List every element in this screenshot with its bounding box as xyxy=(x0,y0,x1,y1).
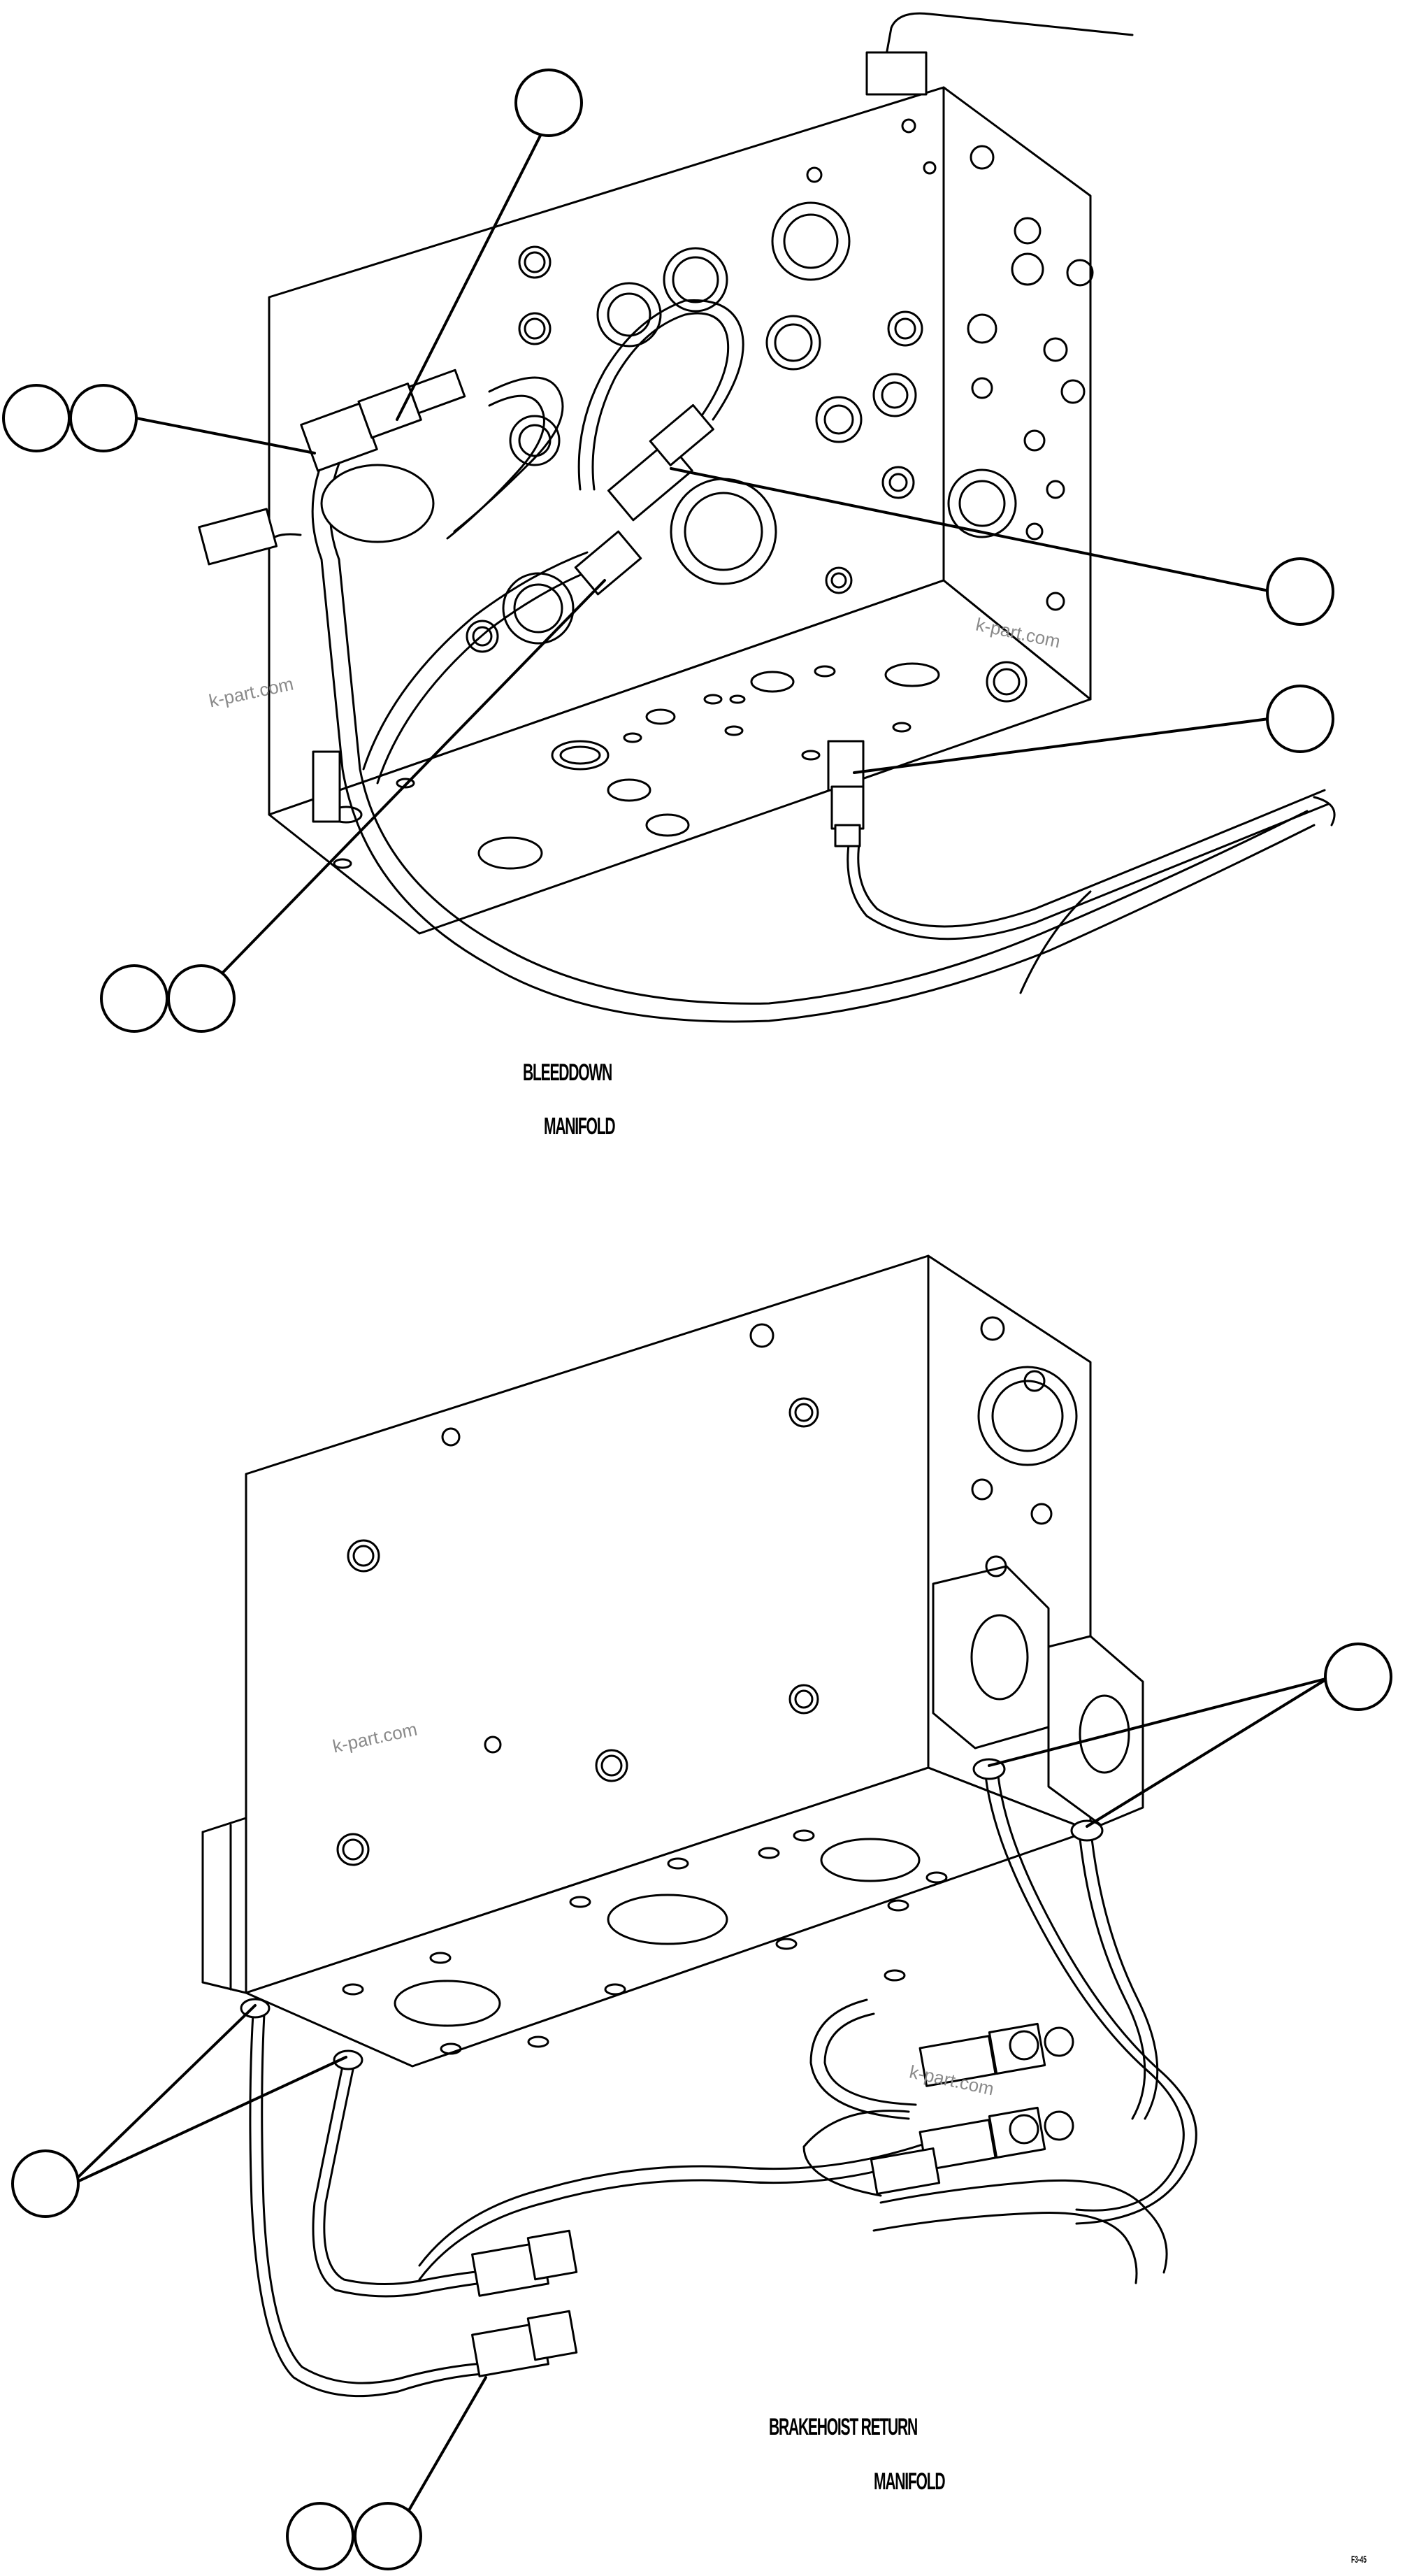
brakehoist-harness-left-3 xyxy=(312,2065,484,2298)
callout-circle xyxy=(69,384,138,452)
bleeddown-left-plug xyxy=(198,508,278,566)
brakehoist-connector-2 xyxy=(526,2229,578,2281)
brakehoist-harness-main-2 xyxy=(872,2211,1138,2284)
bleeddown-ports xyxy=(466,118,1094,703)
bleeddown-harness-1 xyxy=(311,446,1316,1023)
brakehoist-harness-right-4 xyxy=(1090,1838,1159,2120)
bleeddown-callouts xyxy=(2,69,1334,1033)
brakehoist-sleeve-1 xyxy=(870,2147,941,2195)
bleeddown-right-cable-3 xyxy=(1313,796,1336,827)
brakehoist-harness-left-2 xyxy=(261,2012,484,2384)
brakehoist-harness-left-4 xyxy=(323,2065,484,2286)
bleeddown-left-sleeve xyxy=(312,750,341,823)
bleeddown-elbow xyxy=(574,530,642,596)
brakehoist-caption-line2: MANIFOLD xyxy=(874,2468,946,2495)
brakehoist-harness-center-5 xyxy=(823,2012,917,2106)
brakehoist-connector-8 xyxy=(988,2106,1046,2159)
bleeddown-center-connector-2 xyxy=(649,403,714,466)
brakehoist-flange-2 xyxy=(1047,1635,1144,1826)
bleeddown-right-cable xyxy=(846,803,1330,940)
bleeddown-harness-6 xyxy=(577,299,744,491)
callout-circle xyxy=(100,964,168,1033)
bleeddown-harness-5 xyxy=(591,312,730,491)
brakehoist-harness-center-2 xyxy=(418,2152,938,2281)
brakehoist-harness-right-3 xyxy=(1079,1838,1146,2120)
brakehoist-harness-main-1 xyxy=(879,2179,1168,2274)
brakehoist-left-boss xyxy=(201,1817,247,1994)
bleeddown-harness-4 xyxy=(376,565,603,785)
callout-circle xyxy=(1266,685,1334,753)
callout-circle xyxy=(514,69,583,137)
bleeddown-top-fitting xyxy=(865,51,928,96)
bleeddown-harness-3 xyxy=(362,551,589,771)
bleeddown-right-connector-2 xyxy=(830,785,865,830)
bleeddown-right-connector-3 xyxy=(834,824,861,847)
sheet-code: F3-45 xyxy=(1351,2554,1367,2565)
bleeddown-right-cable-2 xyxy=(857,789,1326,928)
brakehoist-caption-line1: BRAKEHOIST RETURN xyxy=(769,2414,918,2440)
brakehoist-ports xyxy=(336,1316,1078,1866)
callout-circle xyxy=(354,2502,422,2570)
brakehoist-connector-6 xyxy=(988,2022,1046,2075)
brakehoist-harness-center-4 xyxy=(809,1998,910,2120)
brakehoist-harness-center-1 xyxy=(418,2138,938,2267)
brakehoist-leader-lines xyxy=(69,1677,1330,2512)
brakehoist-harness-right-2 xyxy=(997,1775,1197,2225)
brakehoist-harness-right-1 xyxy=(984,1775,1185,2212)
bleeddown-caption-line1: BLEEDDOWN xyxy=(523,1059,612,1086)
bleeddown-caption-line2: MANIFOLD xyxy=(544,1113,616,1140)
bleeddown-top-ports xyxy=(329,662,940,870)
brakehoist-manifold xyxy=(201,1254,1197,2398)
brakehoist-bottom-ports xyxy=(342,1829,948,2055)
bleeddown-manifold xyxy=(198,12,1336,1023)
brakehoist-flange-1 xyxy=(932,1565,1050,1749)
bleeddown-right-connector xyxy=(827,740,865,792)
callout-circle xyxy=(1266,557,1334,626)
bleeddown-top-hose xyxy=(883,12,1134,68)
brakehoist-harness-left-1 xyxy=(249,2012,484,2398)
bleeddown-leader-lines xyxy=(135,131,1270,984)
brakehoist-connector-4 xyxy=(526,2310,578,2361)
bleeddown-solenoid-body xyxy=(320,464,435,543)
bleeddown-harness-8 xyxy=(446,394,545,540)
callout-circle xyxy=(1324,1643,1392,1711)
bleeddown-sensor xyxy=(408,368,466,415)
callout-circle xyxy=(11,2149,80,2218)
callout-circle xyxy=(286,2502,354,2570)
brakehoist-callouts xyxy=(11,1643,1392,2570)
bleeddown-right-cable-4 xyxy=(1019,890,1092,994)
callout-circle xyxy=(167,964,236,1033)
callout-circle xyxy=(2,384,71,452)
brakehoist-connector-5 xyxy=(918,2035,997,2087)
brakehoist-harness-center-3 xyxy=(802,2110,910,2197)
bleeddown-harness-2 xyxy=(329,446,1309,1005)
